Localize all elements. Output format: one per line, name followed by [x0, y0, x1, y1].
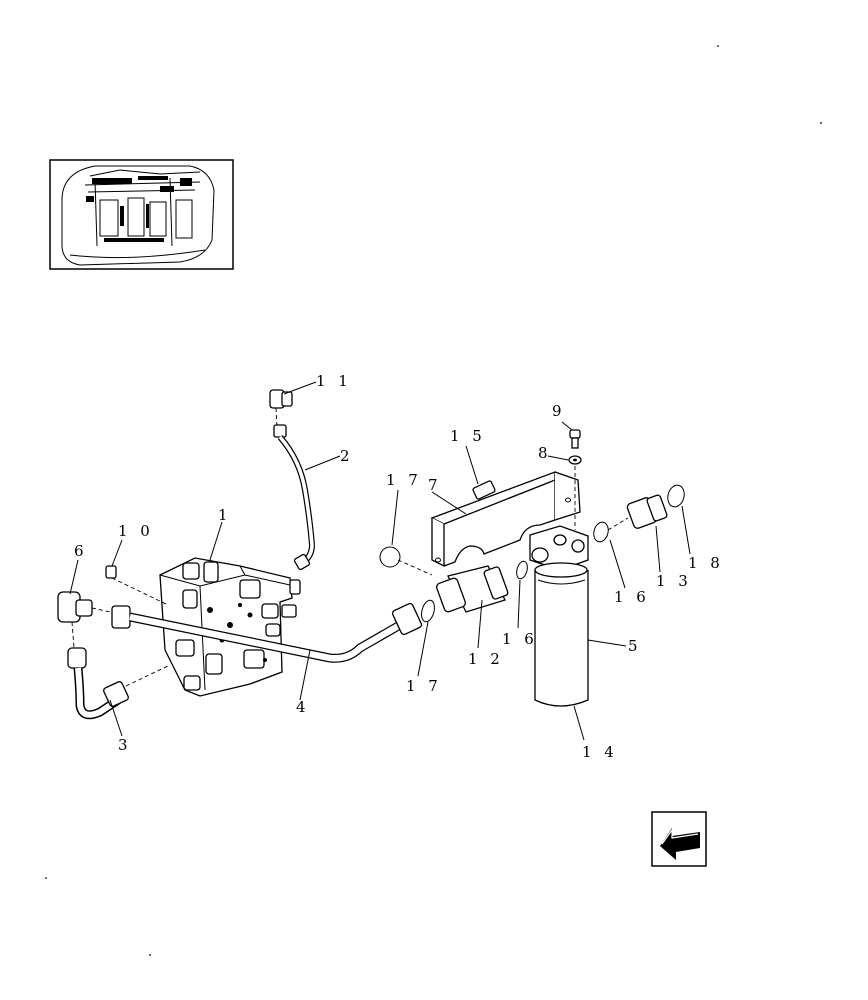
- leader-lines: [69, 381, 691, 741]
- part-12-adapter: [436, 565, 509, 613]
- part-labels: 1 1 2 1 1 0 6 3 4 1 7 1 2 1 6 1 7 7 1 5 …: [74, 372, 724, 761]
- label-1: 1: [218, 506, 232, 524]
- part-11-elbow-fitting: [269, 389, 293, 429]
- part-15-clip: [472, 480, 496, 500]
- part-1-valve-block: [159, 557, 301, 697]
- stray-dots: [45, 45, 822, 956]
- label-14: 1 4: [582, 743, 618, 761]
- part-5-filter-head: [529, 525, 589, 571]
- part-17-o-ring-upper: [379, 546, 401, 568]
- label-16-right: 1 6: [614, 588, 650, 606]
- part-4-pipe: [111, 602, 423, 663]
- next-page-arrow-icon[interactable]: [651, 811, 707, 867]
- label-13: 1 3: [656, 572, 692, 590]
- label-11: 1 1: [316, 372, 352, 390]
- machine-locator-thumbnail-icon: [49, 159, 234, 270]
- label-6: 6: [74, 542, 88, 560]
- part-18-o-ring: [667, 484, 685, 508]
- part-3-pipe: [67, 647, 171, 720]
- part-2-pipe: [273, 424, 315, 571]
- label-8: 8: [538, 444, 552, 462]
- part-10-fitting: [105, 565, 169, 606]
- part-8-washer: [568, 455, 582, 530]
- label-3: 3: [118, 736, 132, 754]
- part-7-bracket: [397, 471, 581, 576]
- part-13-fitting: [626, 494, 668, 529]
- label-7: 7: [428, 476, 442, 494]
- part-9-bolt: [569, 429, 581, 449]
- label-12: 1 2: [468, 650, 504, 668]
- label-9: 9: [552, 402, 566, 420]
- label-17-upper: 1 7: [386, 471, 422, 489]
- label-10: 1 0: [118, 522, 154, 540]
- label-15: 1 5: [450, 427, 486, 445]
- label-5: 5: [628, 637, 642, 655]
- label-17-lower: 1 7: [406, 677, 442, 695]
- label-4: 4: [296, 698, 310, 716]
- part-6-elbow: [57, 591, 121, 649]
- part-16-o-ring-left: [516, 560, 528, 580]
- label-18: 1 8: [688, 554, 724, 572]
- label-2: 2: [340, 447, 354, 465]
- label-16-left: 1 6: [502, 630, 538, 648]
- part-17-o-ring-lower: [421, 599, 435, 623]
- part-16-o-ring-right: [593, 517, 629, 543]
- part-14-filter-element: [534, 562, 589, 707]
